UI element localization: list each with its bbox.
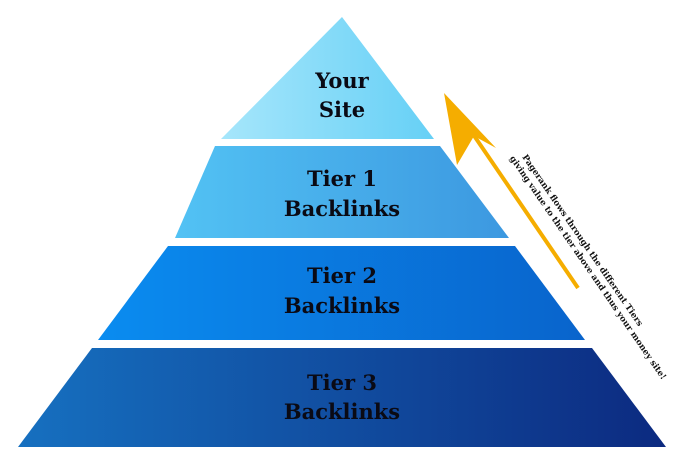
tier-label-line2: Backlinks <box>284 399 400 424</box>
tier-label-line1: Your <box>314 68 369 93</box>
tier-label-line1: Tier 2 <box>307 263 377 288</box>
tier-label-line1: Tier 3 <box>307 370 377 395</box>
tier-your-site: Your Site <box>221 17 434 139</box>
tier-shape <box>98 246 585 340</box>
pagerank-annotation: Pagerank flows through the different Tie… <box>507 153 668 382</box>
tier-label-line2: Site <box>319 97 365 122</box>
tier-label-line2: Backlinks <box>284 293 400 318</box>
arrow-up-icon <box>444 93 580 290</box>
tier-2-backlinks: Tier 2 Backlinks <box>98 246 585 340</box>
tier-3-backlinks: Tier 3 Backlinks <box>18 348 666 447</box>
tier-shape <box>221 17 434 139</box>
tier-shape <box>175 146 509 238</box>
tier-shape <box>18 348 666 447</box>
tier-label-line1: Tier 1 <box>307 166 377 191</box>
tier-1-backlinks: Tier 1 Backlinks <box>175 146 509 238</box>
tier-label-line2: Backlinks <box>284 196 400 221</box>
